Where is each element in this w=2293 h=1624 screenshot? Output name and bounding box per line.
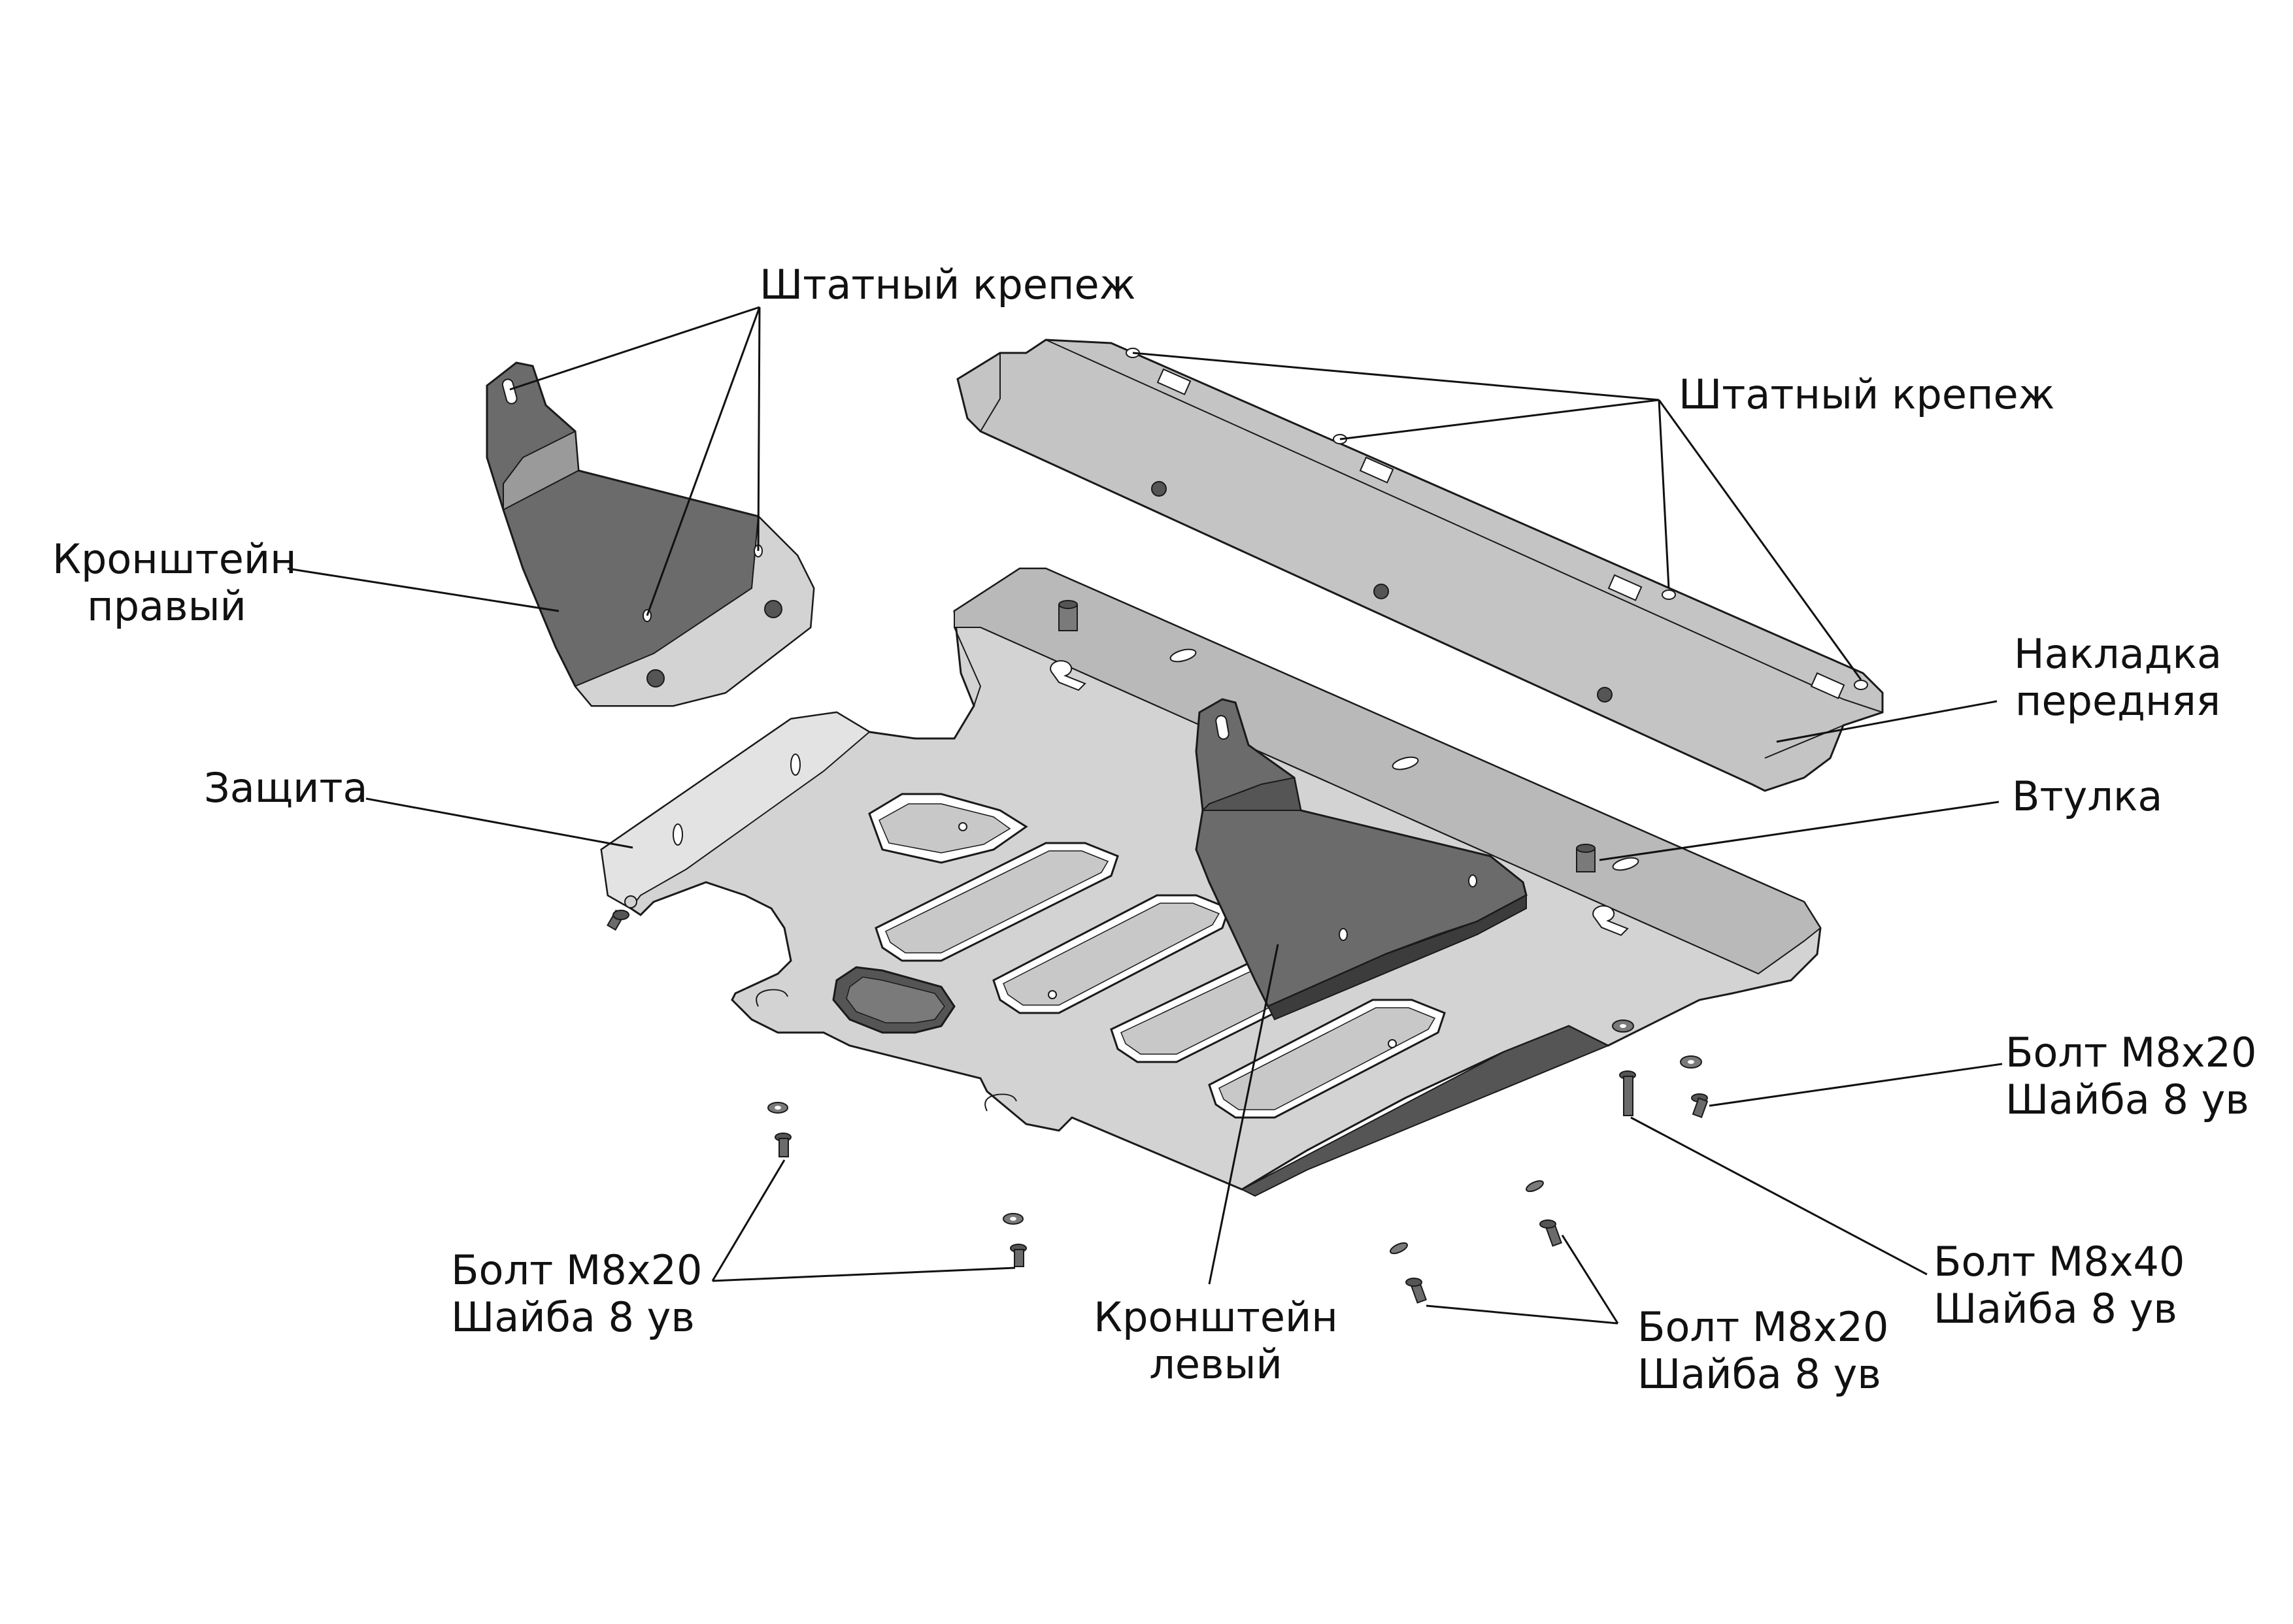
label-bracket-right: Кронштейн правый — [52, 535, 297, 630]
bolt-icon — [1539, 1219, 1562, 1247]
mounting-hole-icon — [1662, 589, 1676, 600]
washer-icon — [1003, 1213, 1024, 1225]
label-bolt-m8x40: Болт М8х40 Шайба 8 ув — [1933, 1238, 2185, 1333]
washer-icon — [1526, 1180, 1544, 1193]
washer-icon — [1612, 1019, 1634, 1033]
washer-icon — [1680, 1055, 1702, 1069]
bracket-left-part — [1195, 698, 1528, 1021]
bushing-icon — [1058, 600, 1596, 872]
bracket-right-part — [486, 361, 815, 707]
bolt-icon — [1619, 1070, 1636, 1116]
washer-icon — [767, 1102, 788, 1114]
bolt-icon — [775, 1133, 792, 1157]
label-bolt-bottom-center: Болт М8х20 Шайба 8 ув — [1637, 1303, 1889, 1398]
label-bracket-left: Кронштейн левый — [1094, 1293, 1338, 1388]
label-protection: Защита — [204, 764, 368, 812]
washer-icon — [1390, 1242, 1408, 1255]
bolt-icon — [607, 909, 629, 931]
label-bushing: Втулка — [2012, 772, 2163, 820]
label-bolt-bottom-left: Болт М8х20 Шайба 8 ув — [451, 1246, 703, 1341]
label-mount-top-left: Штатный крепеж — [760, 261, 1136, 308]
label-bolt-right-upper: Болт М8х20 Шайба 8 ув — [2005, 1029, 2257, 1123]
label-front-cover: Накладка передняя — [2014, 630, 2222, 725]
fasteners — [607, 909, 1709, 1304]
bolt-icon — [1010, 1244, 1027, 1267]
label-mount-top-right: Штатный крепеж — [1679, 371, 2055, 418]
front-cover-part — [956, 339, 1884, 792]
bolt-icon — [1405, 1278, 1427, 1304]
leader-lines — [287, 306, 2003, 1325]
bolt-icon — [1691, 1093, 1709, 1118]
mounting-hole-icon — [1854, 680, 1868, 690]
